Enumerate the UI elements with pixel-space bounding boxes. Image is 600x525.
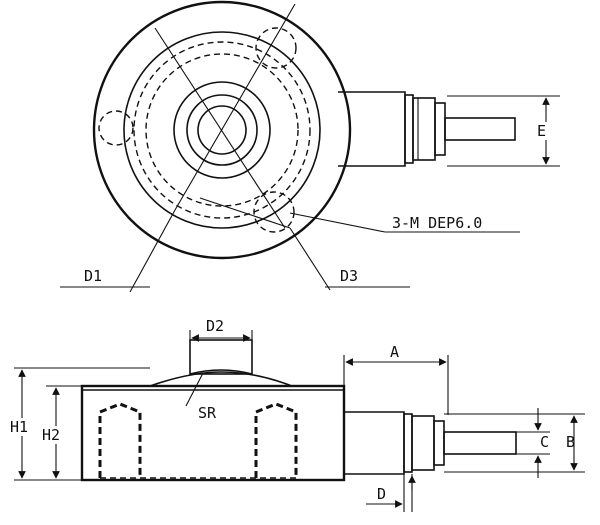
dimension-e: E [447, 95, 560, 167]
label-c: C [540, 433, 549, 451]
inner-body-circle [123, 31, 321, 229]
side-cable-connector [344, 411, 517, 475]
label-e: E [537, 122, 546, 140]
outer-flange-circle [92, 0, 352, 260]
top-cable-connector [338, 91, 516, 167]
hub-inner-circle [186, 94, 258, 166]
dimension-a: A [343, 343, 449, 415]
label-d2: D2 [206, 317, 224, 335]
side-body [80, 384, 346, 482]
side-hidden-holes [98, 402, 298, 479]
dimension-b: B [444, 413, 585, 473]
top-view: E D1 D3 3-M DEP6.0 [60, 0, 560, 293]
label-d1: D1 [84, 267, 102, 285]
dimension-h2: H2 [40, 385, 82, 479]
label-h2: H2 [42, 426, 60, 444]
label-h1: H1 [10, 418, 28, 436]
dimension-c: C [516, 408, 550, 478]
mounting-holes [98, 27, 297, 233]
load-button-circle [197, 105, 247, 155]
dimension-d: D [366, 474, 416, 512]
dimension-d2: D2 [189, 317, 253, 342]
label-a: A [390, 343, 399, 361]
bolt-circle-dashed [133, 41, 311, 219]
label-d3: D3 [340, 267, 358, 285]
side-view: D2 SR A B C [9, 317, 585, 512]
label-d: D [377, 485, 386, 503]
dimension-h1: H1 [9, 367, 150, 481]
label-thread-note: 3-M DEP6.0 [392, 214, 482, 232]
label-sr: SR [198, 404, 217, 422]
inner-ring-dashed [145, 53, 299, 207]
label-b: B [566, 433, 575, 451]
hub-outer-circle [173, 81, 271, 179]
